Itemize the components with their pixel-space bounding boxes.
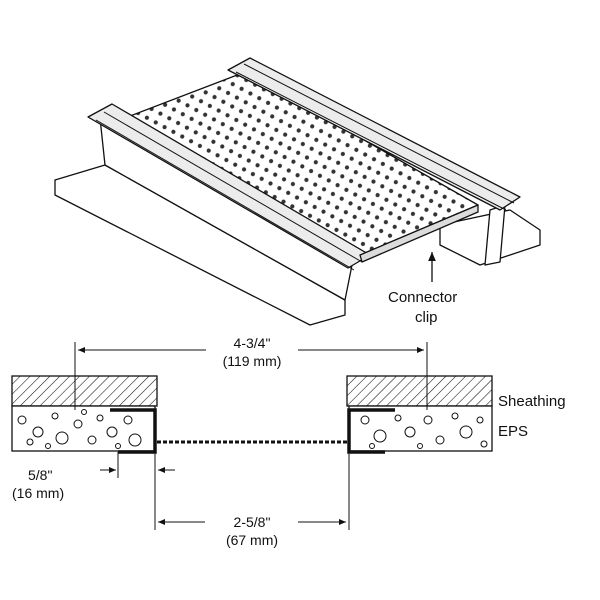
eps-label: EPS bbox=[498, 423, 528, 440]
eps-bubbles-left bbox=[17, 409, 142, 449]
sheathing-right bbox=[346, 375, 493, 407]
connector-clip-label-1: Connector bbox=[388, 289, 457, 306]
flange-dimension-metric: (16 mm) bbox=[12, 485, 64, 501]
channel-left bbox=[110, 408, 157, 454]
top-rail-right bbox=[227, 57, 521, 211]
eps-bubbles-right bbox=[360, 412, 488, 449]
plate-end-face bbox=[359, 204, 479, 263]
sheathing-label: Sheathing bbox=[498, 393, 566, 410]
flange-dimension-imperial: 5/8" bbox=[28, 467, 52, 483]
channel-right bbox=[347, 408, 395, 454]
gap-dimension-metric: (67 mm) bbox=[226, 532, 278, 548]
sheathing-left bbox=[11, 375, 158, 407]
dimension-lines bbox=[74, 342, 428, 530]
connector-clip-label-2: clip bbox=[415, 309, 438, 326]
isometric-connector bbox=[54, 57, 541, 326]
overall-dimension-metric: (119 mm) bbox=[223, 353, 282, 369]
eps-left bbox=[11, 405, 156, 452]
overall-dimension-imperial: 4-3/4" bbox=[234, 335, 271, 351]
section-view bbox=[11, 375, 493, 454]
gap-dimension-imperial: 2-5/8" bbox=[234, 514, 271, 530]
